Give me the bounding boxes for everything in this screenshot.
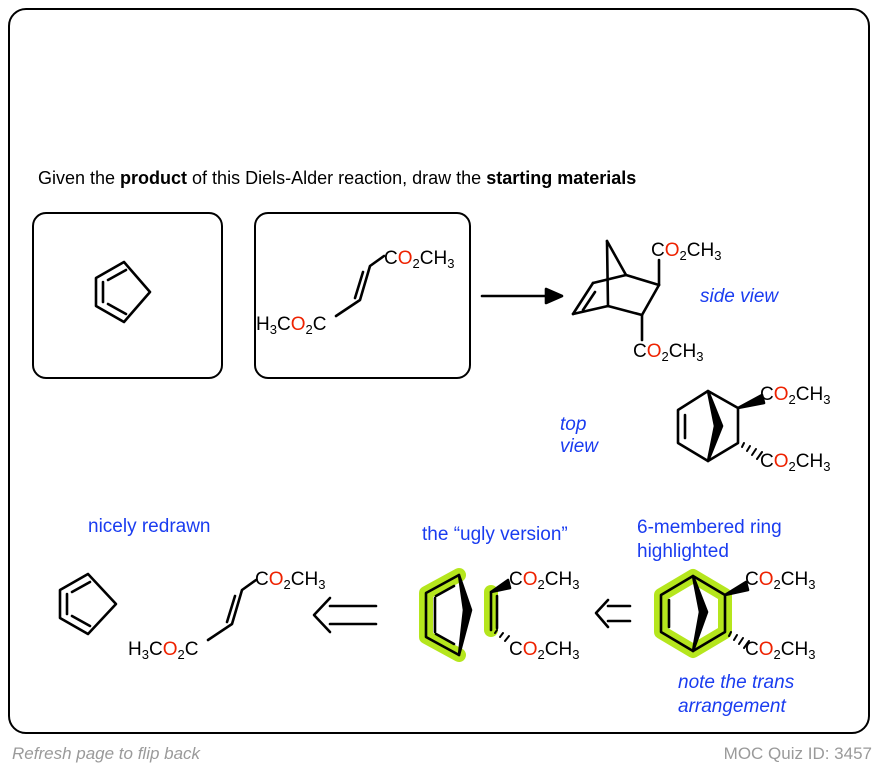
- ester-label: CO2CH3: [255, 569, 326, 592]
- trans-note-line2: arrangement: [678, 696, 786, 717]
- dimethyl-fumarate-redrawn: [206, 578, 258, 642]
- question-prefix: Given the: [38, 168, 121, 188]
- ester-label: CO2CH3: [760, 451, 831, 474]
- ester-label-reversed: H3CO2C: [128, 639, 199, 662]
- answer-box-diene[interactable]: [32, 212, 223, 379]
- answer-box-dienophile[interactable]: [254, 212, 471, 379]
- reaction-arrow: [480, 287, 564, 305]
- quiz-id: MOC Quiz ID: 3457: [723, 744, 872, 763]
- ester-label-reversed: H3CO2C: [256, 314, 327, 337]
- refresh-link[interactable]: Refresh page to flip back: [12, 744, 201, 763]
- trans-note-line1: note the trans: [678, 672, 795, 693]
- side-view-label: side view: [700, 286, 779, 307]
- cyclopentadiene-structure: [94, 260, 152, 324]
- ester-label: CO2CH3: [509, 569, 580, 592]
- question-middle: of this Diels-Alder reaction, draw the: [187, 168, 487, 188]
- top-view-line2: view: [560, 436, 599, 457]
- ring-label-line2: highlighted: [637, 541, 729, 562]
- dimethyl-fumarate-structure: [334, 254, 386, 318]
- norbornene-top-view: [676, 389, 766, 463]
- ring-label-line1: 6-membered ring: [637, 517, 782, 538]
- quiz-card[interactable]: [8, 8, 870, 734]
- trans-note-label: note the trans arrangement: [678, 671, 794, 719]
- retrosynthesis-arrow-small: [594, 598, 632, 629]
- ester-label: CO2CH3: [745, 569, 816, 592]
- cyclopentadiene-redrawn: [58, 572, 118, 636]
- ugly-version-label: the “ugly version”: [422, 524, 568, 545]
- ester-label: CO2CH3: [384, 248, 455, 271]
- ugly-version-structure: [419, 568, 512, 662]
- question-text: Given the product of this Diels-Alder re…: [38, 168, 636, 189]
- ring-highlighted-label: 6-membered ring highlighted: [637, 516, 782, 564]
- top-view-line1: top: [560, 414, 587, 435]
- nicely-redrawn-label: nicely redrawn: [88, 516, 211, 537]
- ester-label: CO2CH3: [760, 384, 831, 407]
- norbornene-side-view: [571, 239, 661, 342]
- question-bold-product: product: [120, 168, 188, 188]
- question-bold-starting-materials: starting materials: [486, 168, 637, 188]
- ester-label: CO2CH3: [651, 240, 722, 263]
- highlighted-ring-structure: [654, 569, 750, 658]
- ester-label: CO2CH3: [633, 341, 704, 364]
- ester-label: CO2CH3: [509, 639, 580, 662]
- retrosynthesis-arrow-large: [312, 596, 378, 634]
- ester-label: CO2CH3: [745, 639, 816, 662]
